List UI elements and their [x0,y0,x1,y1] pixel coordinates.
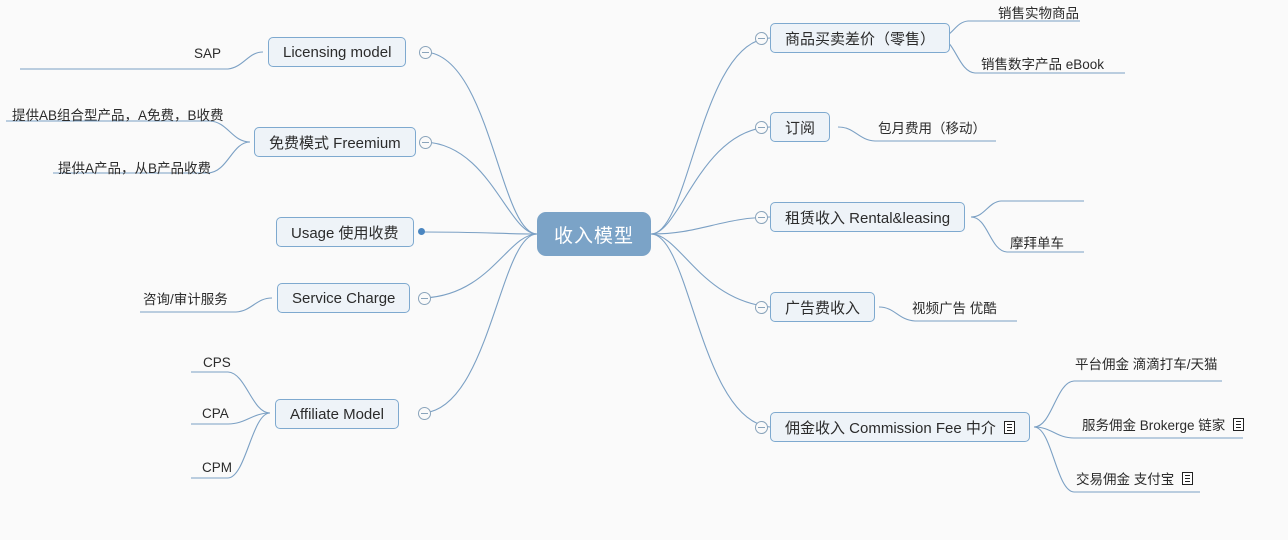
edge-root-to-left-5 [423,233,538,414]
node-service-commission[interactable]: 服务佣金 Brokerge 链家 [1082,414,1245,434]
edge-l1-c1 [20,51,264,70]
node-label: 交易佣金 支付宝 [1076,472,1175,487]
node-sap[interactable]: SAP [194,43,221,63]
node-label: 销售数字产品 eBook [981,57,1105,72]
note-icon[interactable] [1233,417,1245,431]
node-label: 商品买卖差价（零售） [785,30,936,48]
node-subscription[interactable]: 订阅 [770,112,831,142]
node-label: 订阅 [785,119,816,137]
node-usage-charge[interactable]: Usage 使用收费 [276,217,414,247]
edge-root-to-left-3 [423,231,538,235]
dot-left-3[interactable] [418,228,425,235]
note-icon[interactable] [1003,420,1015,434]
node-sell-digital-products[interactable]: 销售数字产品 eBook [981,53,1104,73]
edge-root-to-left-1 [424,51,538,235]
edge-r1-c1 [938,20,1080,39]
edge-root-to-right-3 [650,216,771,235]
node-advertising-income[interactable]: 广告费收入 [770,292,876,322]
node-label: SAP [194,45,222,61]
node-label: 销售实物商品 [998,6,1079,21]
node-label: 平台佣金 滴滴打车/天猫 [1075,357,1218,372]
node-cpm[interactable]: CPM [202,457,232,477]
node-affiliate-model[interactable]: Affiliate Model [275,399,399,429]
node-label: Usage 使用收费 [291,224,399,242]
node-consulting-audit[interactable]: 咨询/审计服务 [143,288,228,308]
edge-r3-c1 [970,200,1084,218]
node-rental-income[interactable]: 租赁收入 Rental&leasing [770,202,966,232]
node-label: CPS [203,354,231,370]
node-freemium-a-to-b[interactable]: 提供A产品，从B产品收费 [58,157,211,177]
node-rental-child-empty[interactable] [1020,183,1030,203]
node-cpa[interactable]: CPA [202,403,229,423]
node-commission-income[interactable]: 佣金收入 Commission Fee 中介 [770,412,1030,442]
toggle-right-3[interactable] [755,211,768,224]
node-label: 视频广告 优酷 [912,301,997,316]
node-video-ads-youku[interactable]: 视频广告 优酷 [912,297,997,317]
edge-root-to-left-4 [423,233,538,299]
node-mobike[interactable]: 摩拜单车 [1010,232,1064,252]
toggle-right-1[interactable] [755,32,768,45]
node-label: 服务佣金 Brokerge 链家 [1082,418,1226,433]
node-label: Affiliate Model [290,405,384,423]
root-node-label: 收入模型 [553,225,634,247]
node-label: Licensing model [283,43,392,61]
node-transaction-commission[interactable]: 交易佣金 支付宝 [1076,468,1194,488]
edge-root-to-right-4 [650,233,771,308]
node-service-charge[interactable]: Service Charge [277,283,411,313]
toggle-left-5[interactable] [418,407,431,420]
node-label: 租赁收入 Rental&leasing [785,209,951,227]
node-label: Service Charge [292,289,396,307]
node-label: 免费模式 Freemium [269,134,401,152]
node-label: 提供AB组合型产品，A免费，B收费 [12,108,224,123]
node-label: 佣金收入 Commission Fee 中介 [785,419,996,437]
edge-root-to-left-2 [424,141,538,235]
note-icon[interactable] [1182,471,1194,485]
node-freemium-ab-combo[interactable]: 提供AB组合型产品，A免费，B收费 [12,104,224,124]
node-licensing-model[interactable]: Licensing model [268,37,407,67]
node-label: CPM [202,459,232,475]
node-label: 广告费收入 [785,299,861,317]
node-label: 咨询/审计服务 [143,292,228,307]
toggle-right-5[interactable] [755,421,768,434]
toggle-right-4[interactable] [755,301,768,314]
node-label: 摩拜单车 [1010,236,1064,251]
node-monthly-fee[interactable]: 包月费用（移动） [878,117,986,137]
node-label: CPA [202,405,229,421]
edge-l2-c1 [6,120,251,143]
toggle-left-2[interactable] [419,136,432,149]
node-retail-margin[interactable]: 商品买卖差价（零售） [770,23,951,53]
root-node[interactable]: 收入模型 [537,212,651,256]
node-cps[interactable]: CPS [203,352,231,372]
toggle-left-4[interactable] [418,292,431,305]
node-freemium[interactable]: 免费模式 Freemium [254,127,416,157]
toggle-right-2[interactable] [755,121,768,134]
edge-root-to-right-2 [650,126,771,235]
node-platform-commission[interactable]: 平台佣金 滴滴打车/天猫 [1075,353,1218,373]
node-sell-physical-goods[interactable]: 销售实物商品 [998,2,1079,22]
node-label: 包月费用（移动） [878,121,986,136]
edge-root-to-right-1 [650,37,771,235]
edge-root-to-right-5 [650,233,771,428]
node-label: 提供A产品，从B产品收费 [58,161,212,176]
toggle-left-1[interactable] [419,46,432,59]
